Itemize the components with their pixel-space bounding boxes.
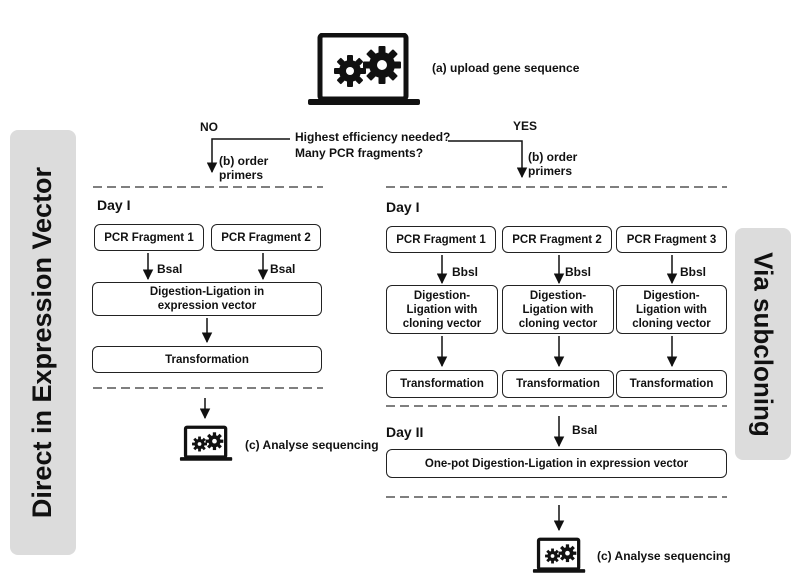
left-day1-heading: Day I xyxy=(97,197,131,213)
laptop-gears-icon xyxy=(306,32,426,114)
no-label: NO xyxy=(200,120,218,134)
left-side-banner: Direct in Expression Vector xyxy=(10,130,76,555)
right-digestion-ligation-1-box: Digestion- Ligation with cloning vector xyxy=(386,285,498,334)
right-side-banner: Via subcloning xyxy=(735,228,791,460)
left-order-primers-label: (b) order primers xyxy=(219,154,269,182)
left-transformation-box: Transformation xyxy=(92,346,322,373)
yes-branch-line xyxy=(448,140,528,179)
right-transformation-3-box: Transformation xyxy=(616,370,727,398)
right-analyse-sequencing-label: (c) Analyse sequencing xyxy=(597,549,731,563)
right-day2-enzyme-label: Bsal xyxy=(572,423,598,437)
left-pcr-fragment-2-box: PCR Fragment 2 xyxy=(211,224,321,251)
right-transformation-2-box: Transformation xyxy=(502,370,614,398)
right-day1-heading: Day I xyxy=(386,199,420,215)
decision-question-1: Highest efficiency needed? xyxy=(295,130,451,144)
left-analyse-sequencing-label: (c) Analyse sequencing xyxy=(245,438,379,452)
right-enzyme-3-label: Bbsl xyxy=(680,265,707,279)
left-pcr-fragment-1-box: PCR Fragment 1 xyxy=(94,224,204,251)
right-day2-heading: Day II xyxy=(386,424,424,440)
right-digestion-ligation-3-box: Digestion- Ligation with cloning vector xyxy=(616,285,727,334)
left-digestion-ligation-box: Digestion-Ligation in expression vector xyxy=(92,282,322,316)
yes-label: YES xyxy=(513,119,538,133)
right-order-primers-label: (b) order primers xyxy=(528,150,578,178)
left-analyse-laptop-icon xyxy=(179,424,235,469)
left-enzyme-1-label: Bsal xyxy=(157,262,183,276)
right-analyse-laptop-icon xyxy=(532,536,588,581)
left-enzyme-2-label: Bsal xyxy=(270,262,296,276)
right-pcr-fragment-2-box: PCR Fragment 2 xyxy=(502,226,612,253)
right-side-title: Via subcloning xyxy=(748,251,779,437)
right-enzyme-1-label: Bbsl xyxy=(452,265,479,279)
left-side-title: Direct in Expression Vector xyxy=(27,166,58,519)
right-pcr-fragment-3-box: PCR Fragment 3 xyxy=(616,226,727,253)
right-enzyme-2-label: Bbsl xyxy=(565,265,592,279)
right-pcr-fragment-1-box: PCR Fragment 1 xyxy=(386,226,496,253)
decision-question-2: Many PCR fragments? xyxy=(295,146,424,160)
one-pot-digestion-ligation-box: One-pot Digestion-Ligation in expression… xyxy=(386,449,727,478)
no-branch-line xyxy=(206,138,290,174)
right-digestion-ligation-2-box: Digestion- Ligation with cloning vector xyxy=(502,285,614,334)
upload-gene-sequence-label: (a) upload gene sequence xyxy=(432,61,580,75)
right-transformation-1-box: Transformation xyxy=(386,370,498,398)
